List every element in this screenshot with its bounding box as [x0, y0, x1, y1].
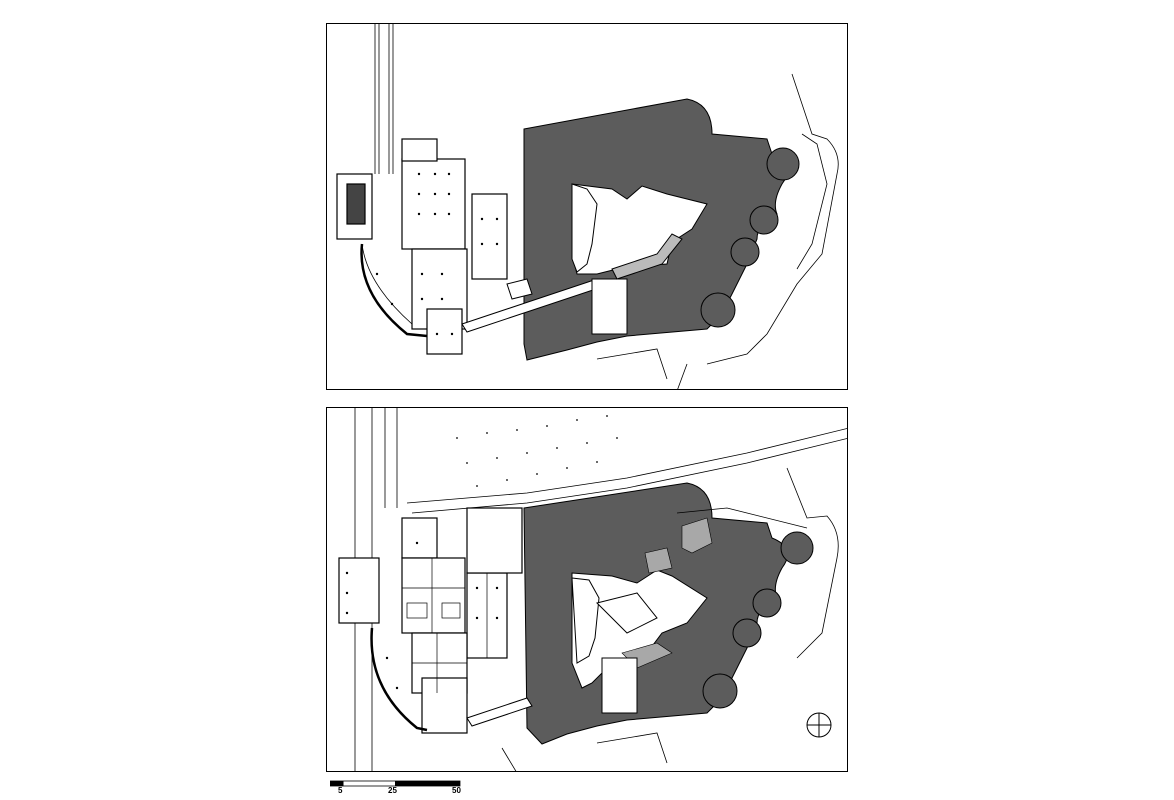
- tower-circles-top: [700, 147, 800, 328]
- bridge-lower: [466, 697, 533, 727]
- building-complex-top: [336, 138, 508, 355]
- scale-bar-graphic: [329, 780, 461, 787]
- floor-plan-lower-drawing: [338, 408, 847, 771]
- scale-label-25: 25: [388, 786, 397, 795]
- interior-partitions-lower: [402, 558, 488, 693]
- site-boundary-top: [596, 73, 839, 389]
- scale-label-5: 5: [338, 786, 343, 795]
- access-road-lines: [374, 24, 394, 174]
- floor-plan-upper: [326, 23, 848, 390]
- column-dots-lower: [345, 541, 499, 690]
- scale-label-50: 50: [452, 786, 461, 795]
- inner-structure-top: [571, 183, 683, 335]
- bridge-top: [461, 278, 603, 333]
- floor-plan-upper-drawing: [336, 24, 839, 389]
- curved-wing-top: [360, 243, 428, 338]
- north-arrow-icon: [806, 712, 832, 738]
- site-boundary-lower: [501, 467, 839, 771]
- column-dots-top: [375, 172, 499, 336]
- curved-wing-lower: [370, 627, 428, 732]
- plaza-dots: [456, 415, 618, 487]
- floor-plan-lower: [326, 407, 848, 772]
- inner-structure-lower: [571, 577, 658, 714]
- curved-wing-inner-line: [361, 243, 413, 325]
- tower-circles-lower: [702, 531, 814, 709]
- building-complex-lower: [338, 507, 523, 734]
- scale-bar: 5 25 50: [329, 777, 470, 797]
